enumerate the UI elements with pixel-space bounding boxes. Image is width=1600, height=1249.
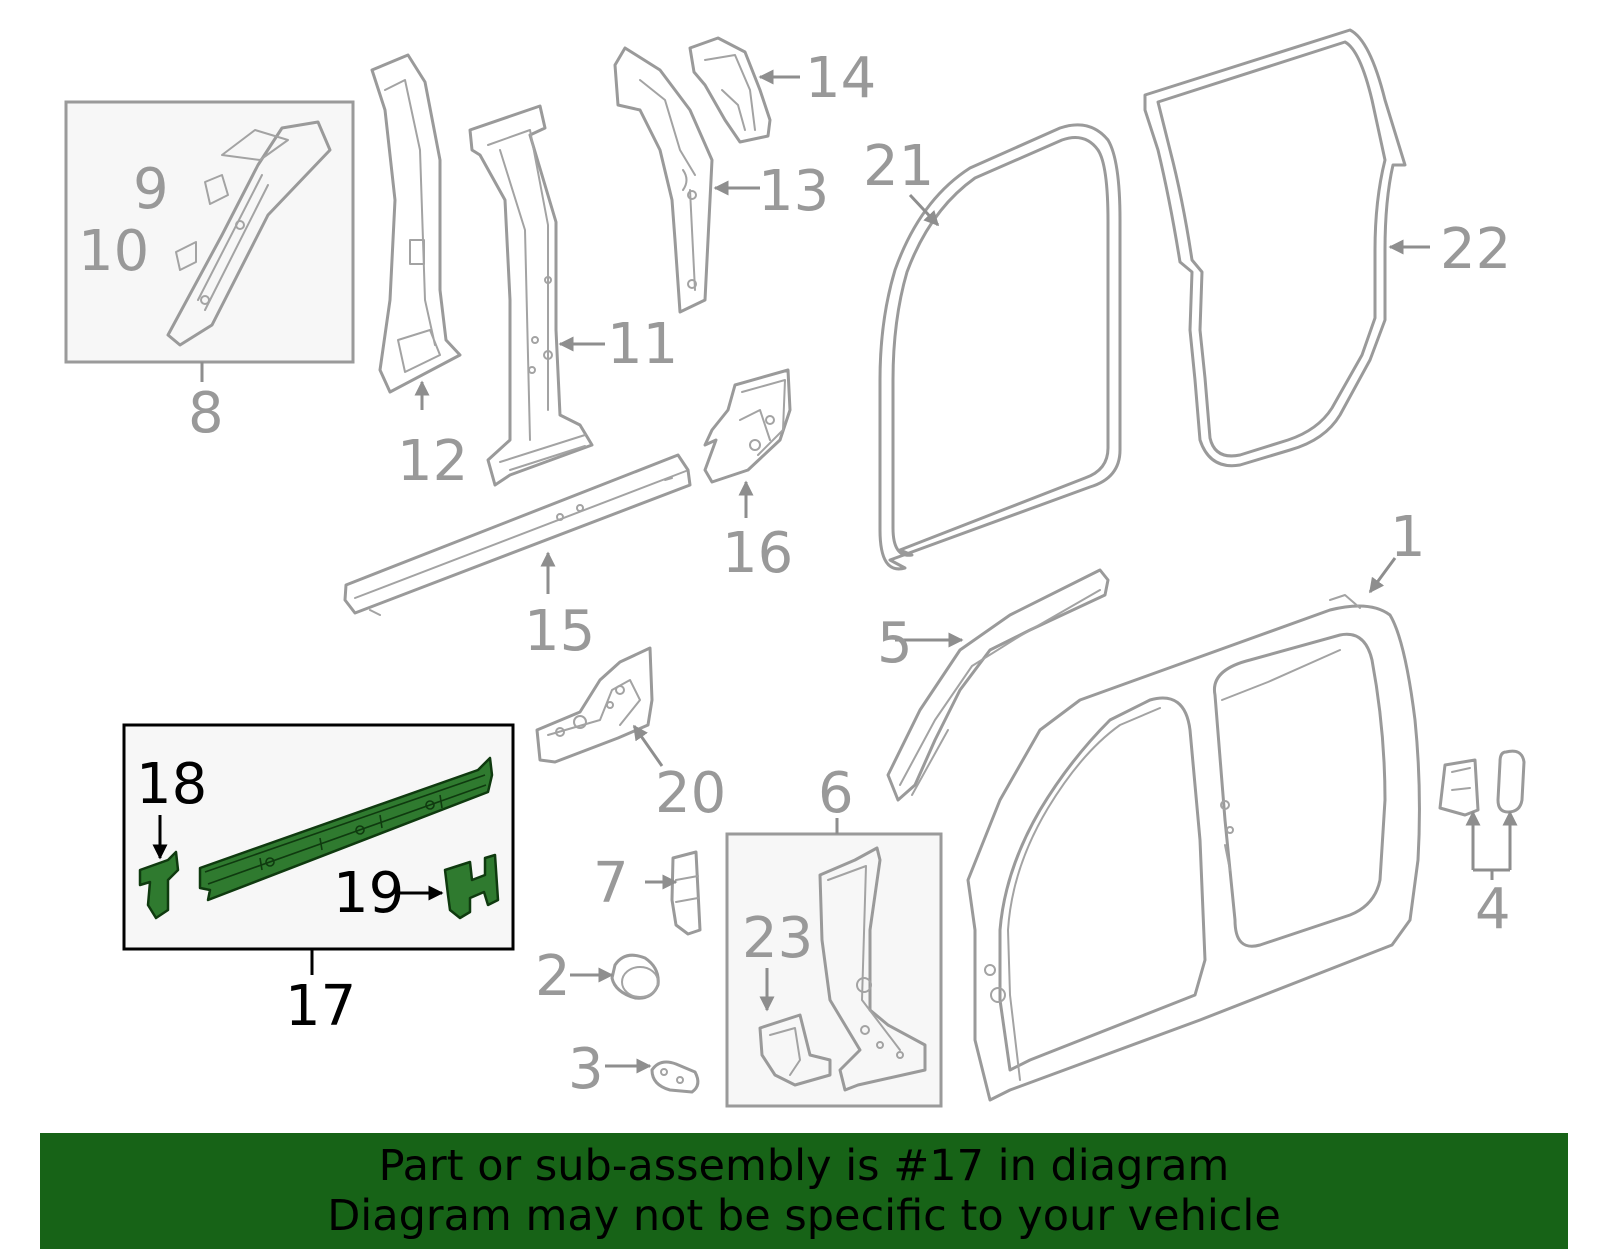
callout-15: 15: [524, 599, 595, 664]
assembly-box-8: [64, 100, 355, 382]
part-7: [645, 850, 702, 936]
callout-9: 9: [133, 157, 169, 222]
callout-21: 21: [863, 134, 934, 199]
callout-8: 8: [188, 381, 224, 446]
part-21: [878, 123, 1122, 571]
part-15: [343, 453, 692, 616]
callout-4: 4: [1475, 877, 1511, 942]
callout-19: 19: [333, 861, 404, 926]
part-22: [1143, 28, 1430, 468]
part-3: [605, 1058, 700, 1094]
callout-14: 14: [805, 46, 876, 111]
callout-13: 13: [758, 159, 829, 224]
part-14: [688, 36, 800, 144]
part-13: [613, 46, 760, 314]
part-11: [468, 104, 605, 487]
callout-20: 20: [655, 761, 726, 826]
callout-16: 16: [722, 521, 793, 586]
part-16: [703, 368, 792, 518]
banner-line-2: Diagram may not be specific to your vehi…: [327, 1191, 1281, 1241]
callout-11: 11: [607, 312, 678, 377]
banner-line-1: Part or sub-assembly is #17 in diagram: [378, 1141, 1230, 1191]
callout-1: 1: [1390, 505, 1426, 570]
assembly-box-17: [122, 723, 515, 975]
part-5: [886, 568, 1110, 802]
callout-2: 2: [535, 944, 571, 1009]
callout-18: 18: [136, 752, 207, 817]
callout-7: 7: [593, 851, 629, 916]
part-20: [535, 646, 664, 767]
callout-3: 3: [568, 1037, 604, 1102]
callout-22: 22: [1440, 217, 1511, 282]
part-12: [370, 53, 462, 410]
callout-23: 23: [742, 906, 813, 971]
callout-6: 6: [818, 761, 854, 826]
callout-10: 10: [78, 219, 149, 284]
part-4: [1438, 749, 1526, 880]
callout-17: 17: [285, 974, 356, 1039]
callout-12: 12: [397, 429, 468, 494]
part-2: [570, 953, 660, 1000]
assembly-box-6: [725, 818, 943, 1108]
info-banner: Part or sub-assembly is #17 in diagram D…: [40, 1133, 1568, 1249]
part-1: [966, 557, 1421, 1102]
callout-5: 5: [877, 611, 913, 676]
